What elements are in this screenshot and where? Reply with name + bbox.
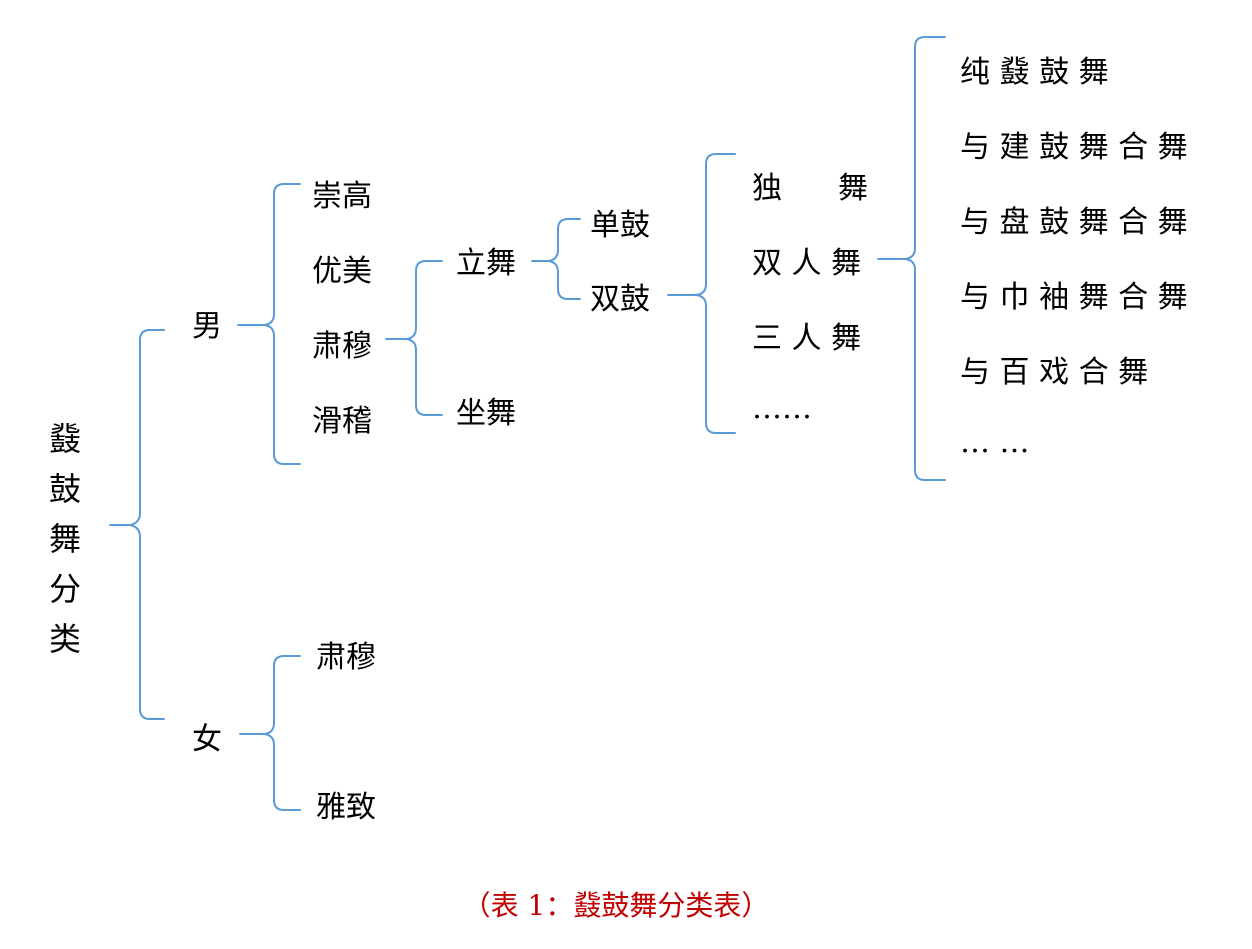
brace-solemn (385, 260, 443, 416)
root-char: 类 (49, 620, 81, 658)
root-char: 鼓 (49, 470, 81, 508)
performer-trio: 三 人 舞 (752, 321, 861, 356)
brace-duo (877, 36, 946, 481)
male-style-comic: 滑稽 (312, 404, 372, 439)
combination-pure: 纯 鼗 鼓 舞 (960, 55, 1109, 90)
combination-sleeve: 与 巾 袖 舞 合 舞 (960, 280, 1188, 315)
figure-caption: （表 1：鼗鼓舞分类表） (463, 889, 770, 922)
performer-more: …… (752, 391, 812, 426)
brace-female (239, 655, 301, 811)
combination-more: … … (960, 425, 1030, 460)
brace-root (109, 329, 165, 720)
female-style-solemn: 肃穆 (316, 640, 376, 675)
root-char: 分 (49, 570, 81, 608)
drum-single: 单鼓 (590, 208, 650, 243)
female-style-elegant: 雅致 (316, 790, 376, 825)
gender-female: 女 (192, 722, 222, 757)
gender-male: 男 (192, 309, 222, 344)
combination-pan-drum: 与 盘 鼓 舞 合 舞 (960, 205, 1188, 240)
performer-solo-a: 独 (752, 171, 782, 206)
combination-jian-drum: 与 建 鼓 舞 合 舞 (960, 130, 1188, 165)
male-style-graceful: 优美 (312, 254, 372, 289)
combination-acrobatics: 与 百 戏 合 舞 (960, 355, 1148, 390)
brace-male (237, 183, 301, 465)
performer-solo-b: 舞 (838, 171, 868, 206)
brace-double-drum (667, 153, 736, 434)
male-style-solemn: 肃穆 (312, 329, 372, 364)
posture-standing: 立舞 (456, 246, 516, 281)
brace-standing (531, 218, 581, 300)
posture-sitting: 坐舞 (456, 396, 516, 431)
drum-double: 双鼓 (590, 282, 650, 317)
root-char: 舞 (49, 520, 81, 558)
performer-duo: 双 人 舞 (752, 246, 861, 281)
root-char: 鼗 (49, 420, 81, 458)
root-label: 鼗 鼓 舞 分 类 (49, 420, 81, 658)
male-style-sublime: 崇高 (312, 179, 372, 214)
